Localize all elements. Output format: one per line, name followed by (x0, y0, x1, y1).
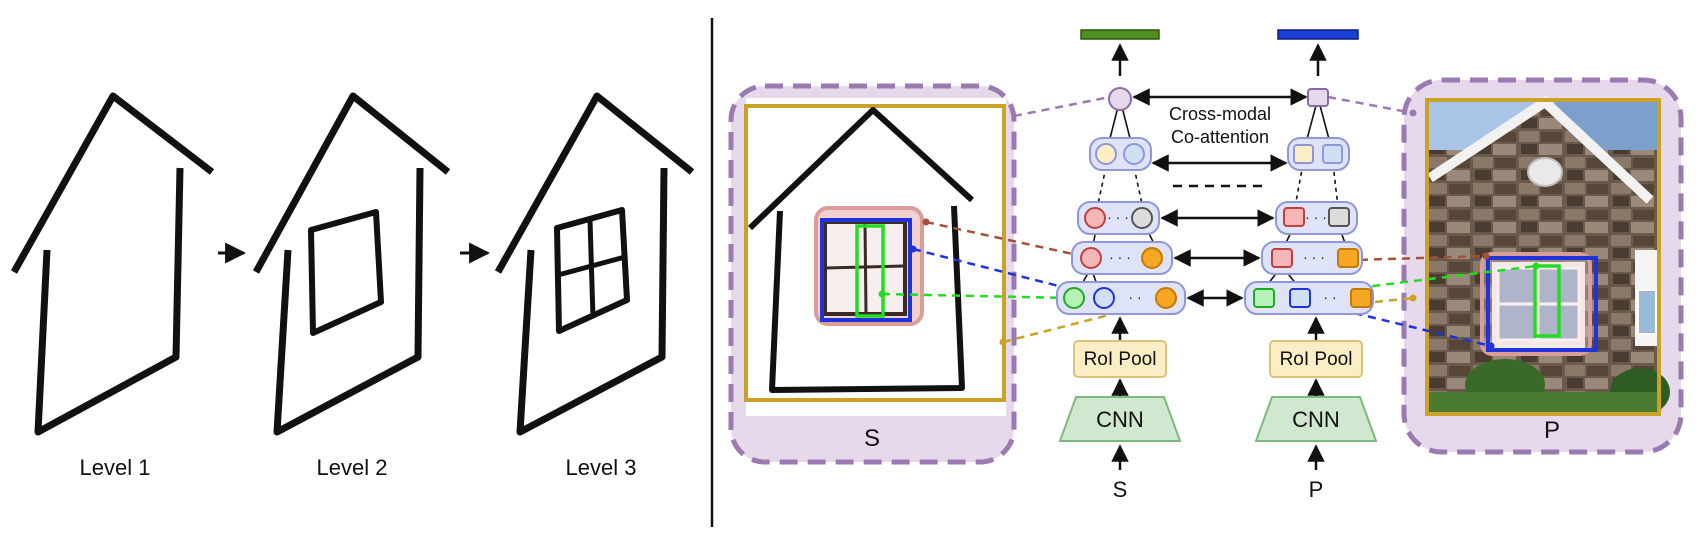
sketch-window-level3-box (855, 224, 885, 318)
photo-window-level2-box (1486, 256, 1598, 352)
sketch-roi-pool (1073, 340, 1167, 378)
sketch-panel-label: S (864, 425, 880, 452)
photo-cnn-label: CNN (1292, 407, 1340, 432)
sketch-roi-label: RoI Pool (1084, 349, 1157, 370)
sketch-frame (744, 104, 1006, 402)
photo-panel: P (1401, 77, 1684, 455)
photo-branch: · · · · · · · · RoI Pool CNN P (1244, 29, 1378, 502)
sketch-level-2 (252, 92, 451, 436)
sketch-input-label: S (1113, 477, 1128, 502)
level-3-label: Level 3 (566, 455, 637, 480)
svg-text:· · ·: · · · (1305, 209, 1327, 225)
svg-text:· · ·: · · · (1107, 209, 1129, 225)
level-1-label: Level 1 (80, 455, 151, 480)
sketch-window (823, 220, 907, 316)
sketch-window-level2-box (820, 218, 912, 322)
photo-frame (1425, 98, 1661, 416)
co-attention-label-line2: Co-attention (1171, 127, 1269, 147)
photo-root-node (1307, 88, 1329, 107)
sketch-house (747, 107, 975, 393)
sketch-output-embedding (1080, 29, 1160, 40)
sketch-level-3 (494, 92, 695, 436)
sketch-root-node (1108, 87, 1132, 111)
sketch-panel: S (728, 83, 1017, 465)
sketch-branch: · · · · · · · · RoI Pool CNN S (1056, 29, 1186, 502)
sketch-cnn (1058, 396, 1182, 442)
level-2-label: Level 2 (317, 455, 388, 480)
svg-text:· ·: · · (1323, 289, 1336, 305)
co-attention-arrows (1132, 88, 1308, 307)
svg-text:· · ·: · · · (1303, 249, 1325, 265)
photo-roi-label: RoI Pool (1280, 349, 1353, 370)
photo-input-label: P (1309, 477, 1324, 502)
photo-output-embedding (1277, 29, 1359, 40)
sketch-cnn-label: CNN (1096, 407, 1144, 432)
sketch-level-1 (10, 92, 215, 436)
svg-text:· · ·: · · · (1109, 249, 1131, 265)
photo-window-level3-box (1533, 264, 1561, 338)
co-attention-label-line1: Cross-modal (1169, 104, 1271, 124)
photo-cnn (1254, 396, 1378, 442)
photo-roi-pool (1269, 340, 1363, 378)
photo-panel-label: P (1544, 417, 1560, 444)
svg-text:· ·: · · (1128, 289, 1141, 305)
